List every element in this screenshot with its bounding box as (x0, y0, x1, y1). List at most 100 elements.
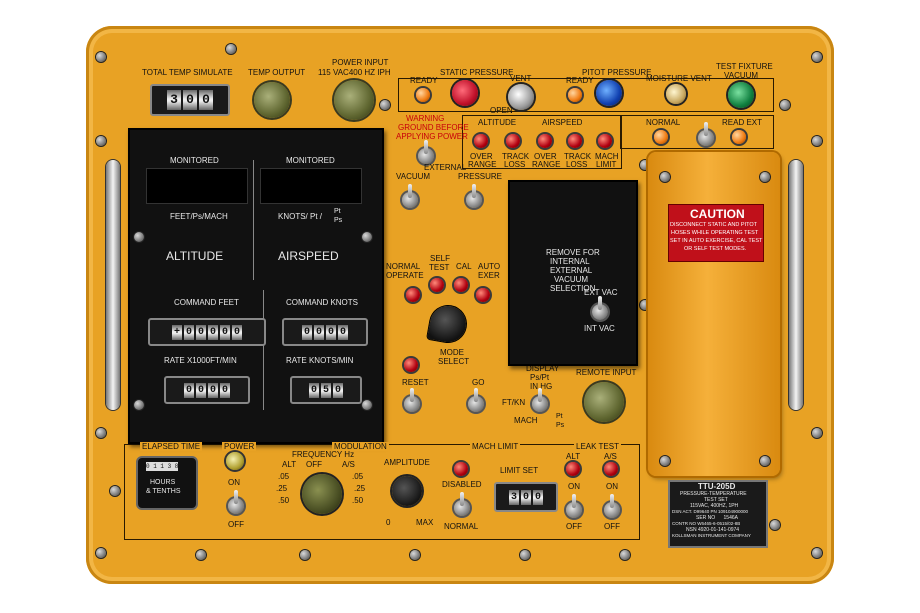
freq-05-right: .05 (352, 472, 364, 481)
screw (96, 428, 106, 438)
nameplate (668, 480, 768, 548)
screw (134, 400, 144, 410)
frequency-label: FREQUENCY Hz (292, 450, 355, 459)
plate-line6: CONTR NO W6465-6-0515/02-8B (672, 521, 741, 526)
mode-select-label: MODE (440, 348, 464, 357)
rate-knots-digit: 0 (333, 382, 343, 398)
storage-cover[interactable] (648, 152, 780, 476)
amplitude-zero-label: 0 (386, 518, 391, 527)
temp-output-label: TEMP OUTPUT (248, 68, 306, 77)
test-fixture-label: TEST FIXTURE (716, 62, 773, 71)
moisture-vent-valve[interactable] (666, 84, 686, 104)
ext-vacuum-switch[interactable] (402, 184, 418, 208)
reset-led (404, 358, 418, 372)
static-pressure-valve[interactable] (452, 80, 478, 106)
screw (134, 232, 144, 242)
hours-label: HOURS (150, 479, 176, 486)
leak-alt-switch[interactable] (566, 494, 582, 518)
reset-switch[interactable] (404, 388, 420, 412)
caution-line1: DISCONNECT STATIC AND PITOT (670, 222, 757, 228)
limit-set-label: LIMIT SET (500, 466, 539, 475)
display-ps-label: Ps (556, 422, 565, 429)
right-handle (789, 160, 803, 410)
test-fixture-valve[interactable] (728, 82, 754, 108)
ground-switch[interactable] (418, 140, 434, 164)
amplitude-max-label: MAX (416, 518, 434, 527)
modulation-label: MODULATION (332, 442, 389, 451)
over2-label: OVER (534, 152, 557, 161)
screw (640, 160, 650, 170)
display-label-2: Ps/Pt (530, 373, 550, 382)
plate-model: TTU-205D (698, 482, 736, 491)
display-label-3: IN HG (530, 382, 553, 391)
amplitude-knob[interactable] (392, 476, 422, 506)
indicator-frame (462, 115, 622, 169)
leak-alt-led (566, 462, 580, 476)
temp-digit: 0 (183, 90, 197, 110)
self-test-led (430, 278, 444, 292)
power-input-connector[interactable] (334, 80, 374, 120)
track-label: TRACK (502, 152, 530, 161)
auto-exer-led (476, 288, 490, 302)
freq-05-left: .05 (278, 472, 290, 481)
ext-pressure-label: PRESSURE (458, 172, 503, 181)
leak-alt-off-label: OFF (566, 522, 582, 531)
display-switch[interactable] (532, 388, 548, 412)
leak-as-switch[interactable] (604, 494, 620, 518)
pitot-pressure-valve[interactable] (596, 80, 622, 106)
remote-input-connector[interactable] (584, 382, 624, 422)
ready-label: READY (410, 76, 438, 85)
cmd-feet-digit: 0 (232, 324, 242, 340)
vacuum-select-switch[interactable] (592, 296, 608, 320)
rate-feet-counter[interactable]: 0 0 0 0 (164, 376, 250, 404)
ext-pressure-switch[interactable] (466, 184, 482, 208)
loss2-label: LOSS (566, 160, 588, 169)
screw (362, 232, 372, 242)
vent-valve[interactable] (508, 84, 534, 110)
temp-digit: 3 (167, 90, 181, 110)
mach-limit-switch[interactable] (454, 492, 470, 516)
mach-limit-section-label: MACH LIMIT (470, 442, 521, 451)
amplitude-label: AMPLITUDE (384, 458, 430, 467)
normal-readext-frame (620, 115, 774, 149)
loss-label: LOSS (504, 160, 526, 169)
panel-divider (253, 160, 254, 280)
limit-set-counter[interactable]: 3 0 0 (494, 482, 558, 512)
track2-label: TRACK (564, 152, 592, 161)
limit-digit: 0 (533, 489, 543, 505)
plate-line7: NSN 4920-01-141-0974 (686, 527, 740, 533)
normal-led (654, 130, 668, 144)
self-test-label-2: TEST (429, 263, 450, 272)
hours-digits: 0 1 1 3 8 (146, 462, 179, 471)
normal-operate-label-2: OPERATE (386, 271, 424, 280)
temp-output-connector[interactable] (254, 82, 290, 118)
go-switch[interactable] (468, 388, 484, 412)
display-label: DISPLAY (526, 364, 560, 373)
frequency-knob[interactable] (302, 474, 342, 514)
vacuum-selection-cover[interactable] (508, 180, 638, 366)
screw (380, 100, 390, 110)
range-label: RANGE (468, 160, 497, 169)
command-knots-counter[interactable]: 0 0 0 0 (282, 318, 368, 346)
normal-readext-switch[interactable] (698, 122, 714, 146)
temp-counter[interactable]: 3 0 0 (150, 84, 230, 116)
screw (770, 520, 780, 530)
alt-over-range-led (474, 134, 488, 148)
alt-track-loss-led (506, 134, 520, 148)
freq-alt-label: ALT (282, 460, 297, 469)
screw (620, 550, 630, 560)
plate-line3: 115VAC, 400HZ, 1PH (690, 503, 739, 509)
mach-normal-label: NORMAL (444, 522, 479, 531)
as-track-loss-led (568, 134, 582, 148)
screw (96, 136, 106, 146)
command-feet-counter[interactable]: + 0 0 0 0 0 (148, 318, 266, 346)
as-over-range-led (538, 134, 552, 148)
power-switch[interactable] (228, 490, 244, 514)
rate-knots-counter[interactable]: 0 5 0 (290, 376, 362, 404)
int-vac-label: INT VAC (584, 324, 615, 333)
vac-box-line4: VACUUM (554, 275, 589, 284)
ft-kn-label: FT/KN (502, 398, 526, 407)
warning-line3: APPLYING POWER (396, 132, 468, 141)
cal-led (454, 278, 468, 292)
screw (226, 44, 236, 54)
